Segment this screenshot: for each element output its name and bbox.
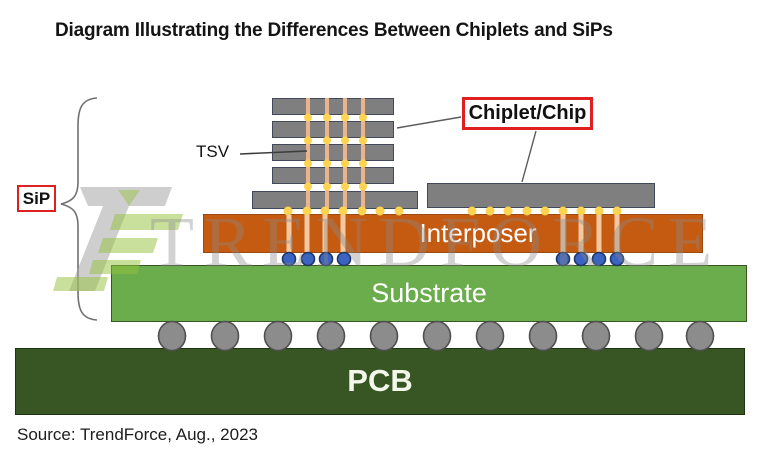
logo-green-tip [118,190,140,206]
stacked-die-3 [272,144,394,161]
interposer-layer: Interposer [203,214,703,253]
page-title: Diagram Illustrating the Differences Bet… [55,20,613,41]
substrate-layer: Substrate [111,265,747,322]
substrate-label: Substrate [371,278,487,308]
stacked-die-1 [272,98,394,115]
single-chip [427,183,655,208]
chiplet-leader-line-left [396,116,462,129]
stacked-die-2 [272,121,394,138]
logo-gray-bar [80,187,172,206]
base-die [252,191,418,209]
sip-label: SiP [17,185,56,212]
sip-label-text: SiP [22,188,51,208]
tsv-label: TSV [196,142,230,161]
chiplet-chip-label-text: Chiplet/Chip [468,102,587,124]
chiplet-chip-label: Chiplet/Chip [462,97,593,130]
logo-green-bar-1 [110,214,183,230]
source-attribution: Source: TrendForce, Aug., 2023 [17,425,258,444]
c4-bumps [281,251,625,267]
logo-green-bar-2 [98,238,158,253]
pcb-label: PCB [347,363,413,398]
chiplet-leader-line-right [521,130,537,183]
stacked-die-4 [272,167,394,184]
sip-brace [60,97,98,321]
interposer-label: Interposer [419,218,537,248]
pcb-layer: PCB [15,348,745,415]
bga-balls [157,320,715,352]
logo-green-bar-4 [53,277,108,291]
